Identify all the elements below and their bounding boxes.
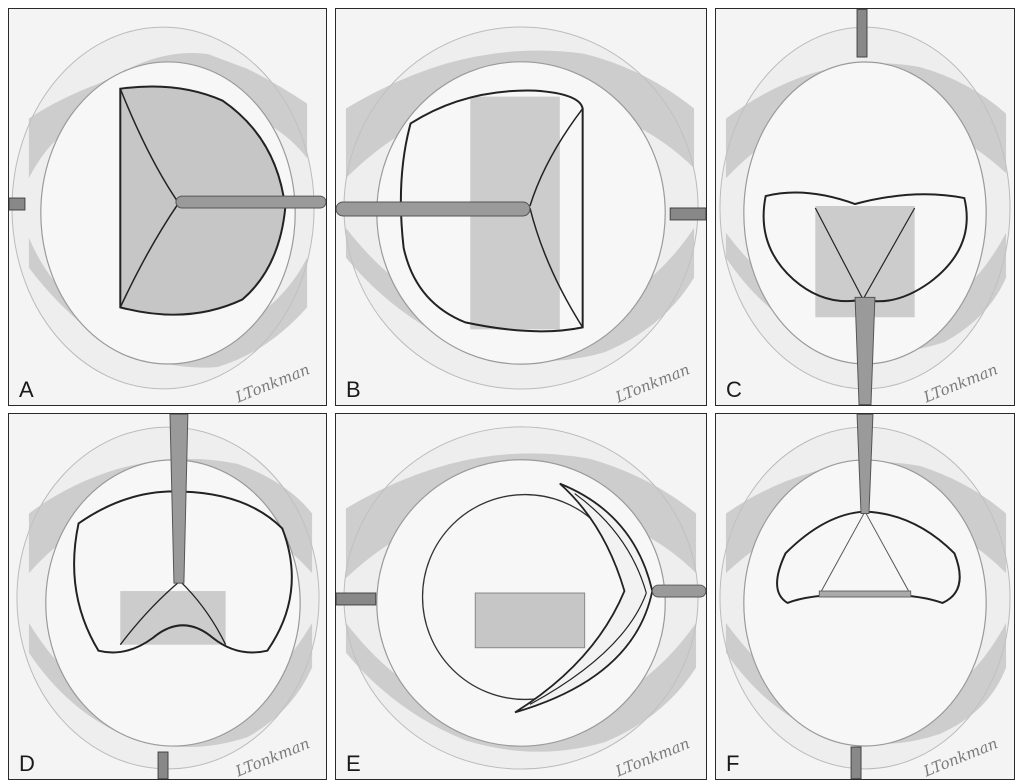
panel-e: LTonkman E xyxy=(335,413,707,780)
panel-label: C xyxy=(726,379,742,401)
panel-c-drawing xyxy=(716,9,1014,405)
panel-b-drawing xyxy=(336,9,706,405)
panel-f: LTonkman F xyxy=(715,413,1015,780)
panel-label: D xyxy=(19,753,35,775)
panel-b: LTonkman B xyxy=(335,8,707,406)
panel-d: LTonkman D xyxy=(8,413,327,780)
panel-label: E xyxy=(346,753,361,775)
panel-label: A xyxy=(19,379,34,401)
panel-label: B xyxy=(346,379,361,401)
panel-c: LTonkman C xyxy=(715,8,1015,406)
panel-d-drawing xyxy=(9,414,326,779)
panel-e-drawing xyxy=(336,414,706,779)
panel-a-drawing xyxy=(9,9,326,405)
panel-f-drawing xyxy=(716,414,1014,779)
panel-a: LTonkman A xyxy=(8,8,327,406)
panel-label: F xyxy=(726,753,739,775)
